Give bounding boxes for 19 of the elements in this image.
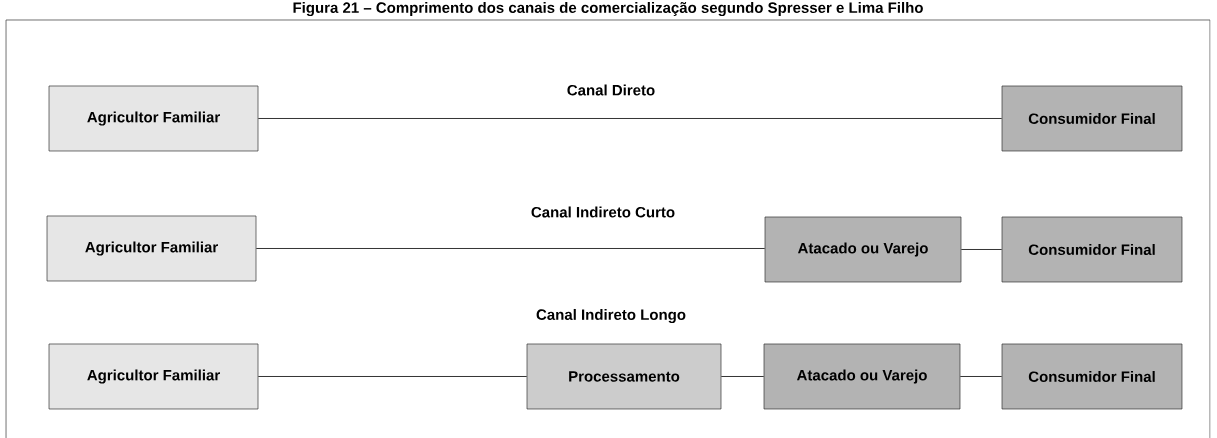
process-box: Consumidor Final	[1001, 343, 1183, 410]
connector-line	[720, 376, 765, 377]
process-box: Processamento	[526, 343, 722, 410]
connector-line	[255, 248, 766, 249]
connector-line	[960, 249, 1003, 250]
connector-line	[959, 376, 1003, 377]
process-box: Agricultor Familiar	[48, 343, 259, 410]
process-box: Consumidor Final	[1001, 216, 1183, 283]
channel-label: Canal Indireto Curto	[531, 206, 675, 218]
process-box: Agricultor Familiar	[48, 85, 259, 152]
process-box: Atacado ou Varejo	[763, 343, 961, 410]
process-box: Consumidor Final	[1001, 85, 1183, 152]
channel-label: Canal Indireto Longo	[536, 308, 686, 323]
figure-title: Figura 21 – Comprimento dos canais de comercialização segundo Spresser e Lima Filho	[293, 1, 923, 16]
connector-line	[257, 118, 1003, 119]
process-box: Atacado ou Varejo	[764, 216, 962, 283]
process-box: Agricultor Familiar	[46, 215, 257, 282]
connector-line	[257, 376, 528, 377]
channel-label: Canal Direto	[567, 84, 655, 96]
